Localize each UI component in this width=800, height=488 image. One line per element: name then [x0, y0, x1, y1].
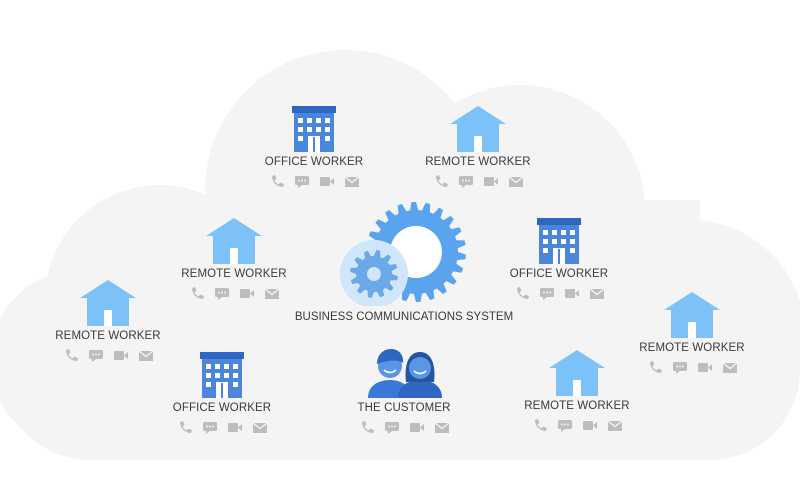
remote-worker-node: REMOTE WORKER	[159, 218, 309, 300]
comm-icons	[33, 348, 183, 362]
video-icon	[564, 289, 579, 298]
chat-icon	[202, 422, 217, 434]
office-worker-node: OFFICE WORKER	[484, 218, 634, 300]
video-icon	[582, 421, 597, 430]
email-icon	[434, 422, 449, 433]
comm-icons	[617, 360, 767, 374]
remote-worker-node: REMOTE WORKER	[502, 350, 652, 432]
house-icon	[549, 350, 605, 396]
chat-icon	[672, 362, 687, 374]
video-icon	[227, 423, 242, 432]
email-icon	[252, 422, 267, 433]
chat-icon	[88, 350, 103, 362]
house-icon	[80, 280, 136, 326]
email-icon	[607, 420, 622, 431]
gears-icon	[340, 202, 466, 308]
email-icon	[589, 288, 604, 299]
phone-icon	[65, 349, 78, 361]
chat-icon	[214, 288, 229, 300]
customer-node: THE CUSTOMER	[329, 346, 479, 434]
node-label: REMOTE WORKER	[639, 342, 745, 354]
house-icon	[206, 218, 262, 264]
remote-worker-node: REMOTE WORKER	[33, 280, 183, 362]
remote-worker-node: REMOTE WORKER	[403, 106, 553, 188]
communications-system: BUSINESS COMMUNICATIONS SYSTEM	[292, 200, 516, 323]
comm-icons	[159, 286, 309, 300]
video-icon	[483, 177, 498, 186]
chat-icon	[384, 422, 399, 434]
phone-icon	[191, 287, 204, 299]
node-label: REMOTE WORKER	[425, 156, 531, 168]
office-building-icon	[200, 352, 244, 398]
house-icon	[664, 292, 720, 338]
node-label: REMOTE WORKER	[55, 330, 161, 342]
phone-icon	[271, 175, 284, 187]
chat-icon	[539, 288, 554, 300]
chat-icon	[557, 420, 572, 432]
phone-icon	[534, 419, 547, 431]
email-icon	[722, 362, 737, 373]
phone-icon	[516, 287, 529, 299]
email-icon	[138, 350, 153, 361]
office-building-icon	[537, 218, 581, 264]
comm-icons	[484, 286, 634, 300]
customer-label: THE CUSTOMER	[357, 402, 451, 414]
phone-icon	[179, 421, 192, 433]
office-worker-node: OFFICE WORKER	[147, 352, 297, 434]
phone-icon	[435, 175, 448, 187]
node-label: OFFICE WORKER	[172, 402, 272, 414]
email-icon	[508, 176, 523, 187]
node-label: REMOTE WORKER	[524, 400, 630, 412]
video-icon	[697, 363, 712, 372]
system-label: BUSINESS COMMUNICATIONS SYSTEM	[294, 311, 514, 323]
house-icon	[450, 106, 506, 152]
office-worker-node: OFFICE WORKER	[239, 106, 389, 188]
phone-icon	[649, 361, 662, 373]
video-icon	[113, 351, 128, 360]
email-icon	[264, 288, 279, 299]
comm-icons	[239, 174, 389, 188]
comm-icons	[329, 420, 479, 434]
phone-icon	[361, 421, 374, 433]
email-icon	[344, 176, 359, 187]
chat-icon	[294, 176, 309, 188]
remote-worker-node: REMOTE WORKER	[617, 292, 767, 374]
customers-icon	[368, 349, 442, 398]
comm-icons	[502, 418, 652, 432]
video-icon	[239, 289, 254, 298]
node-label: REMOTE WORKER	[181, 268, 287, 280]
office-building-icon	[292, 106, 336, 152]
chat-icon	[458, 176, 473, 188]
node-label: OFFICE WORKER	[264, 156, 364, 168]
node-label: OFFICE WORKER	[509, 268, 609, 280]
comm-icons	[403, 174, 553, 188]
video-icon	[409, 423, 424, 432]
video-icon	[319, 177, 334, 186]
comm-icons	[147, 420, 297, 434]
